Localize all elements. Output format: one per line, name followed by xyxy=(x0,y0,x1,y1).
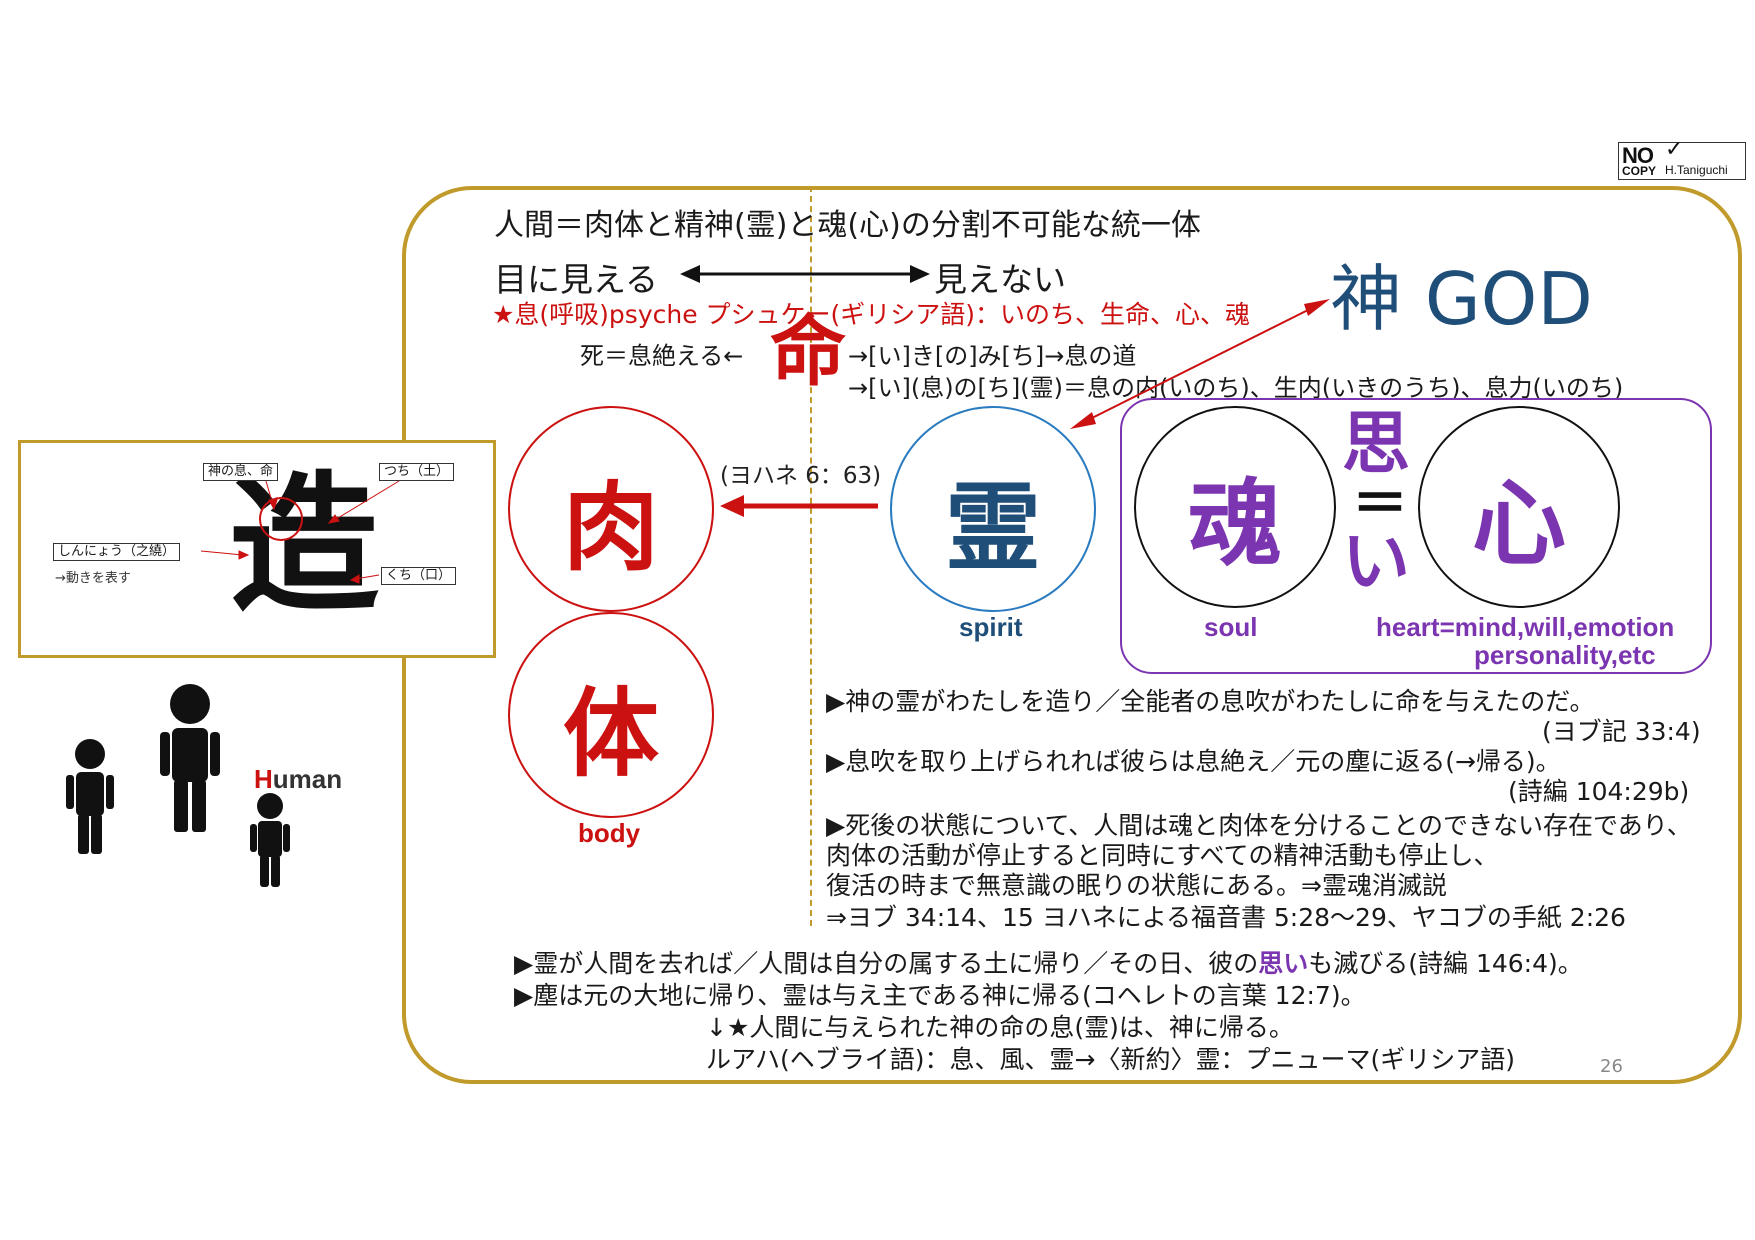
human-figures-icon xyxy=(66,684,290,887)
human-label: Human xyxy=(254,764,342,795)
verse-3-line-1: ▶死後の状態について、人間は魂と肉体を分けることのできない存在であり、 xyxy=(826,811,1692,840)
god-spirit-arrow-icon xyxy=(1070,299,1330,429)
bottom-line-3: ↓★人間に与えられた神の命の息(霊)は、神に帰る。 xyxy=(706,1013,1294,1042)
verse-3-line-4: ⇒ヨブ 34:14、15 ヨハネによる福音書 5:28～29、ヤコブの手紙 2:… xyxy=(826,903,1626,932)
kanji-zou: 造 xyxy=(229,457,380,633)
tag-god-breath: 神の息、命 xyxy=(203,463,279,481)
heart-circle: 心 xyxy=(1418,406,1620,608)
double-arrow-icon xyxy=(680,265,930,283)
invisible-label: 見えない xyxy=(934,260,1066,299)
tag-movement: →動きを表す xyxy=(55,571,131,586)
bottom-line-4: ルアハ(ヘブライ語)：息、風、霊→〈新約〉霊：プニューマ(ギリシア語) xyxy=(706,1045,1515,1074)
tag-mouth: くち（口） xyxy=(381,567,457,585)
kanji-breakdown-inset: 造 神の息、命 つち（土） しんにょう（之繞） →動きを表す くち（口） xyxy=(18,440,496,658)
bottom-line-1-omoi: 思い xyxy=(1258,949,1309,978)
body-circle: 体 xyxy=(508,612,714,818)
inochi-kanji: 命 xyxy=(770,307,846,396)
spirit-to-flesh-arrow-icon xyxy=(720,495,878,517)
body-label: body xyxy=(578,818,641,848)
omoi-bottom: い xyxy=(1342,523,1411,602)
etymology-line-2: →[い](息)の[ち](霊)＝息の内(いのち)、生内(いきのうち)、息力(いのち… xyxy=(848,374,1624,402)
omoi-top: 思 xyxy=(1342,405,1411,484)
etymology-line-1: →[い]き[の]み[ち]→息の道 xyxy=(848,342,1137,370)
check-icon: ✓ xyxy=(1665,137,1684,162)
flesh-circle: 肉 xyxy=(508,406,714,612)
verse-2: ▶息吹を取り上げられれば彼らは息絶え／元の塵に返る(→帰る)。 xyxy=(826,747,1561,776)
death-label: 死＝息絶える← xyxy=(580,342,744,370)
omoi-equals: ＝ xyxy=(1352,472,1408,537)
verse-1: ▶神の霊がわたしを造り／全能者の息吹がわたしに命を与えたのだ。 xyxy=(826,687,1595,716)
soul-heart-group xyxy=(1120,398,1712,674)
soul-label: soul xyxy=(1204,612,1258,642)
verse-1-ref: (ヨブ記 33:4) xyxy=(1542,717,1701,746)
stamp-name: H.Taniguchi xyxy=(1665,163,1728,177)
john-reference: (ヨハネ 6：63) xyxy=(720,463,882,489)
heart-char: 心 xyxy=(1471,470,1566,579)
stamp-no: NO xyxy=(1622,143,1654,168)
soul-char: 魂 xyxy=(1187,470,1282,579)
tag-earth: つち（土） xyxy=(379,463,455,481)
spirit-circle: 霊 xyxy=(890,406,1096,612)
copyright-stamp: NO ✓ COPY H.Taniguchi xyxy=(1618,137,1746,180)
body-char: 体 xyxy=(563,678,659,790)
highlight-circle xyxy=(259,497,303,541)
verse-3-line-3: 復活の時まで無意識の眠りの状態にある。⇒霊魂消滅説 xyxy=(826,871,1447,900)
soul-circle: 魂 xyxy=(1134,406,1336,608)
god-label: 神 GOD xyxy=(1330,257,1593,341)
heart-definition-line-2: personality,etc xyxy=(1474,640,1656,670)
bottom-line-1-pre: ▶霊が人間を去れば／人間は自分の属する土に帰り／その日、彼の xyxy=(514,949,1259,978)
visible-label: 目に見える xyxy=(494,260,659,299)
visible-invisible-divider xyxy=(810,186,812,926)
bottom-line-1-post: も滅びる(詩編 146:4)。 xyxy=(1308,949,1583,978)
stamp-copy: COPY xyxy=(1622,164,1657,178)
verse-3-line-2: 肉体の活動が停止すると同時にすべての精神活動も停止し、 xyxy=(826,841,1499,870)
page-title: 人間＝肉体と精神(霊)と魂(心)の分割不可能な統一体 xyxy=(494,208,1201,243)
page-number: 26 xyxy=(1600,1056,1623,1077)
heart-definition-line-1: heart=mind,will,emotion xyxy=(1376,612,1675,642)
bottom-line-1: ▶霊が人間を去れば／人間は自分の属する土に帰り／その日、彼の思いも滅びる(詩編 … xyxy=(514,944,1583,980)
bottom-line-2: ▶塵は元の大地に帰り、霊は与え主である神に帰る(コヘレトの言葉 12:7)。 xyxy=(514,981,1366,1010)
human-label-h: H xyxy=(254,764,273,794)
tag-shinnyou: しんにょう（之繞） xyxy=(53,543,181,561)
verse-2-ref: (詩編 104:29b) xyxy=(1508,777,1690,806)
psyche-line: ★息(呼吸)psyche プシュケー(ギリシア語)：いのち、生命、心、魂 xyxy=(492,300,1251,329)
flesh-char: 肉 xyxy=(563,472,659,584)
pointer-arrows-icon xyxy=(200,480,400,584)
spirit-char: 霊 xyxy=(945,472,1041,584)
human-label-rest: uman xyxy=(272,764,343,794)
spirit-label: spirit xyxy=(959,612,1023,642)
